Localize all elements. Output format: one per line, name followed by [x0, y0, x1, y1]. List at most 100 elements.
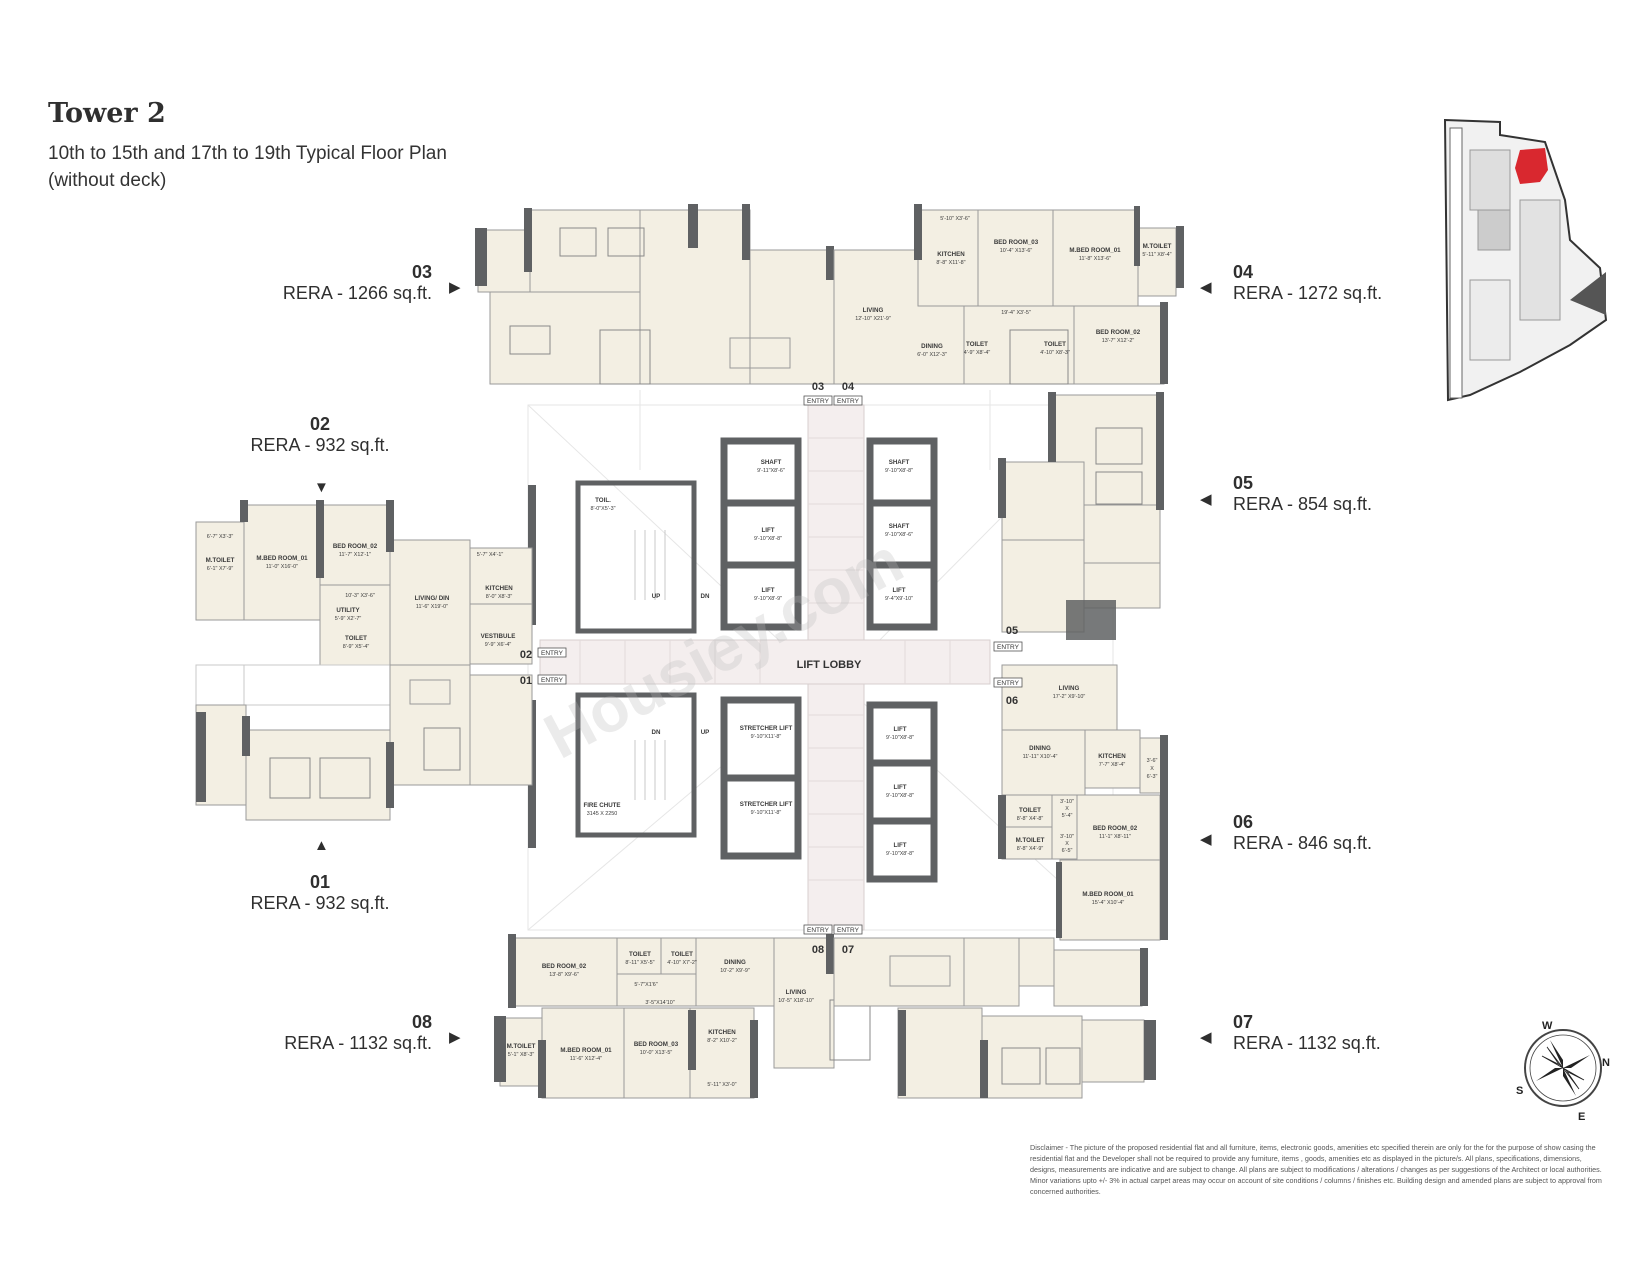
- entry-label: ENTRY: [837, 927, 860, 934]
- lift-dim: 9'-4"X9'-10": [885, 596, 913, 602]
- unit-label-02: 02 RERA - 932 sq.ft.: [250, 414, 390, 456]
- unit-label-07: 07 RERA - 1132 sq.ft.: [1233, 1012, 1381, 1054]
- room-dim: 8'-8" X11'-8": [936, 260, 965, 266]
- tower-highlight: [1515, 148, 1548, 184]
- room-dim: 6'-7" X3'-3": [207, 534, 234, 540]
- room-label-dining: DINING: [921, 343, 943, 350]
- room-dim: 3'-10": [1060, 834, 1074, 840]
- lift-label: LIFT: [893, 784, 906, 791]
- unit-number: 02: [309, 414, 331, 434]
- room-label-dining: DINING: [724, 959, 746, 966]
- room-dim: 3145 X 2250: [587, 811, 618, 817]
- shaft-dim: 9'-10"X8'-8": [885, 468, 913, 474]
- room-dim: 8'-2" X10'-2": [707, 1038, 737, 1044]
- lift-dim: 9'-10"X8'-8": [754, 536, 782, 542]
- room-dim: 3'-6": [1147, 758, 1158, 764]
- room-dim: 8'-11" X5'-5": [625, 960, 654, 966]
- core-walls: [528, 437, 938, 883]
- room-dim: 17'-2" X9'-10": [1053, 694, 1086, 700]
- lift-dim: 9'-10"X11'-8": [751, 810, 782, 816]
- room-dim: 4'-9" X8'-4": [964, 350, 991, 356]
- room-label-toilet: TOILET: [671, 951, 693, 958]
- room-label-kitchen: KITCHEN: [1098, 753, 1126, 760]
- lift-dim: 9'-10"X8'-8": [886, 793, 914, 799]
- arrow-left-icon: ◀: [1200, 279, 1212, 296]
- unit-label-08: 08 RERA - 1132 sq.ft.: [282, 1012, 432, 1054]
- room-dim: 10'-3" X3'-6": [345, 593, 375, 599]
- room-dim: 5'-10" X3'-6": [940, 216, 970, 222]
- room-dim: 8'-8" X4'-9": [1017, 846, 1044, 852]
- room-dim: 5'-11" X3'-0": [707, 1082, 736, 1088]
- room-label-bed-room-02: BED ROOM_02: [1096, 329, 1141, 336]
- unit-rera: RERA - 846 sq.ft.: [1233, 833, 1373, 853]
- shaft-label: SHAFT: [889, 523, 910, 530]
- room-dim: 4'-10" X7'-2": [667, 960, 697, 966]
- room-label-m-bed-room-01: M.BED ROOM_01: [1069, 247, 1121, 254]
- unit-label-04: 04 RERA - 1272 sq.ft.: [1233, 262, 1382, 304]
- room-label-m-toilet: M.TOILET: [1016, 837, 1045, 844]
- room-dim: 3'-5"X14'10": [645, 1000, 674, 1006]
- stair-up-label: UP: [701, 729, 710, 736]
- entry-label: ENTRY: [541, 650, 564, 657]
- unit-marker-07: 07: [842, 944, 854, 956]
- room-dim: 11'-1" X8'-11": [1099, 834, 1131, 840]
- page-title: Tower 2: [48, 98, 166, 129]
- subtitle-line-2: (without deck): [48, 170, 167, 191]
- room-dim: 7'-7" X8'-4": [1099, 762, 1126, 768]
- disclaimer: Disclaimer - The picture of the proposed…: [1030, 1143, 1602, 1196]
- subtitle-line-1: 10th to 15th and 17th to 19th Typical Fl…: [48, 143, 447, 164]
- compass-n: N: [1602, 1057, 1610, 1069]
- shaft-label: SHAFT: [761, 459, 782, 466]
- arrow-left-icon: ◀: [1200, 831, 1212, 848]
- unit-05-plan: [998, 392, 1164, 640]
- compass-w: W: [1542, 1020, 1553, 1032]
- room-dim: 19'-4" X3'-5": [1001, 310, 1031, 316]
- room-dim: 13'-8" X9'-6": [549, 972, 579, 978]
- unit-label-01: 01 RERA - 932 sq.ft.: [250, 872, 390, 914]
- core-labels: SHAFT 9'-11"X8'-6" SHAFT 9'-10"X8'-8" SH…: [583, 459, 914, 857]
- lift-label: LIFT: [892, 587, 905, 594]
- unit-number: 03: [411, 262, 432, 282]
- room-dim: 8'-9" X5'-4": [343, 644, 370, 650]
- arrow-left-icon: ◀: [1200, 1029, 1212, 1046]
- room-dim: 11'-6" X19'-0": [416, 604, 448, 610]
- unit-label-06: 06 RERA - 846 sq.ft.: [1233, 812, 1372, 854]
- room-dim: 10'-4" X13'-6": [1000, 248, 1033, 254]
- stretcher-lift-label: STRETCHER LIFT: [740, 725, 793, 732]
- room-dim: X: [1065, 841, 1069, 847]
- lift-label: LIFT: [893, 726, 906, 733]
- room-dim: 5'-1" X8'-3": [508, 1052, 535, 1058]
- compass-e: E: [1578, 1111, 1585, 1123]
- room-dim: 11'-7" X12'-1": [339, 552, 371, 558]
- room-label-bed-room-02: BED ROOM_02: [333, 543, 378, 550]
- unit-rera: RERA - 1132 sq.ft.: [1233, 1033, 1381, 1053]
- room-label-bed-room-03: BED ROOM_03: [994, 239, 1039, 246]
- unit-07-plan: [833, 937, 1156, 1099]
- unit-marker-06: 06: [1006, 695, 1018, 707]
- unit-marker-02: 02: [520, 649, 532, 661]
- stretcher-lift-label: STRETCHER LIFT: [740, 801, 793, 808]
- room-label-toilet: TOILET: [1019, 807, 1041, 814]
- room-dim: X: [1065, 806, 1069, 812]
- page-subtitle: 10th to 15th and 17th to 19th Typical Fl…: [48, 140, 508, 194]
- unit-rera: RERA - 1132 sq.ft.: [284, 1033, 432, 1053]
- toilet-label: TOIL.: [595, 497, 611, 504]
- entry-label: ENTRY: [837, 398, 860, 405]
- unit-number: 08: [411, 1012, 432, 1032]
- room-label-m-toilet: M.TOILET: [206, 557, 235, 564]
- room-label-living: LIVING: [1059, 685, 1080, 692]
- room-label-m-toilet: M.TOILET: [1143, 243, 1172, 250]
- room-label-toilet: TOILET: [629, 951, 651, 958]
- room-dim: 8'-0"X5'-3": [590, 506, 615, 512]
- key-plan: [1443, 118, 1608, 402]
- compass-icon: W N S E: [1516, 1020, 1610, 1123]
- unit-rera: RERA - 932 sq.ft.: [250, 435, 390, 455]
- room-dim: 10'-0" X13'-5": [640, 1050, 673, 1056]
- room-label-living: LIVING: [863, 307, 884, 314]
- unit-number: 05: [1233, 473, 1254, 493]
- room-label-m-bed-room-01: M.BED ROOM_01: [256, 555, 308, 562]
- room-label-vestibule: VESTIBULE: [481, 633, 516, 640]
- entry-label: ENTRY: [997, 644, 1020, 651]
- room-dim: 9'-9" X6'-4": [485, 642, 512, 648]
- room-dim: 13'-7" X12'-2": [1102, 338, 1135, 344]
